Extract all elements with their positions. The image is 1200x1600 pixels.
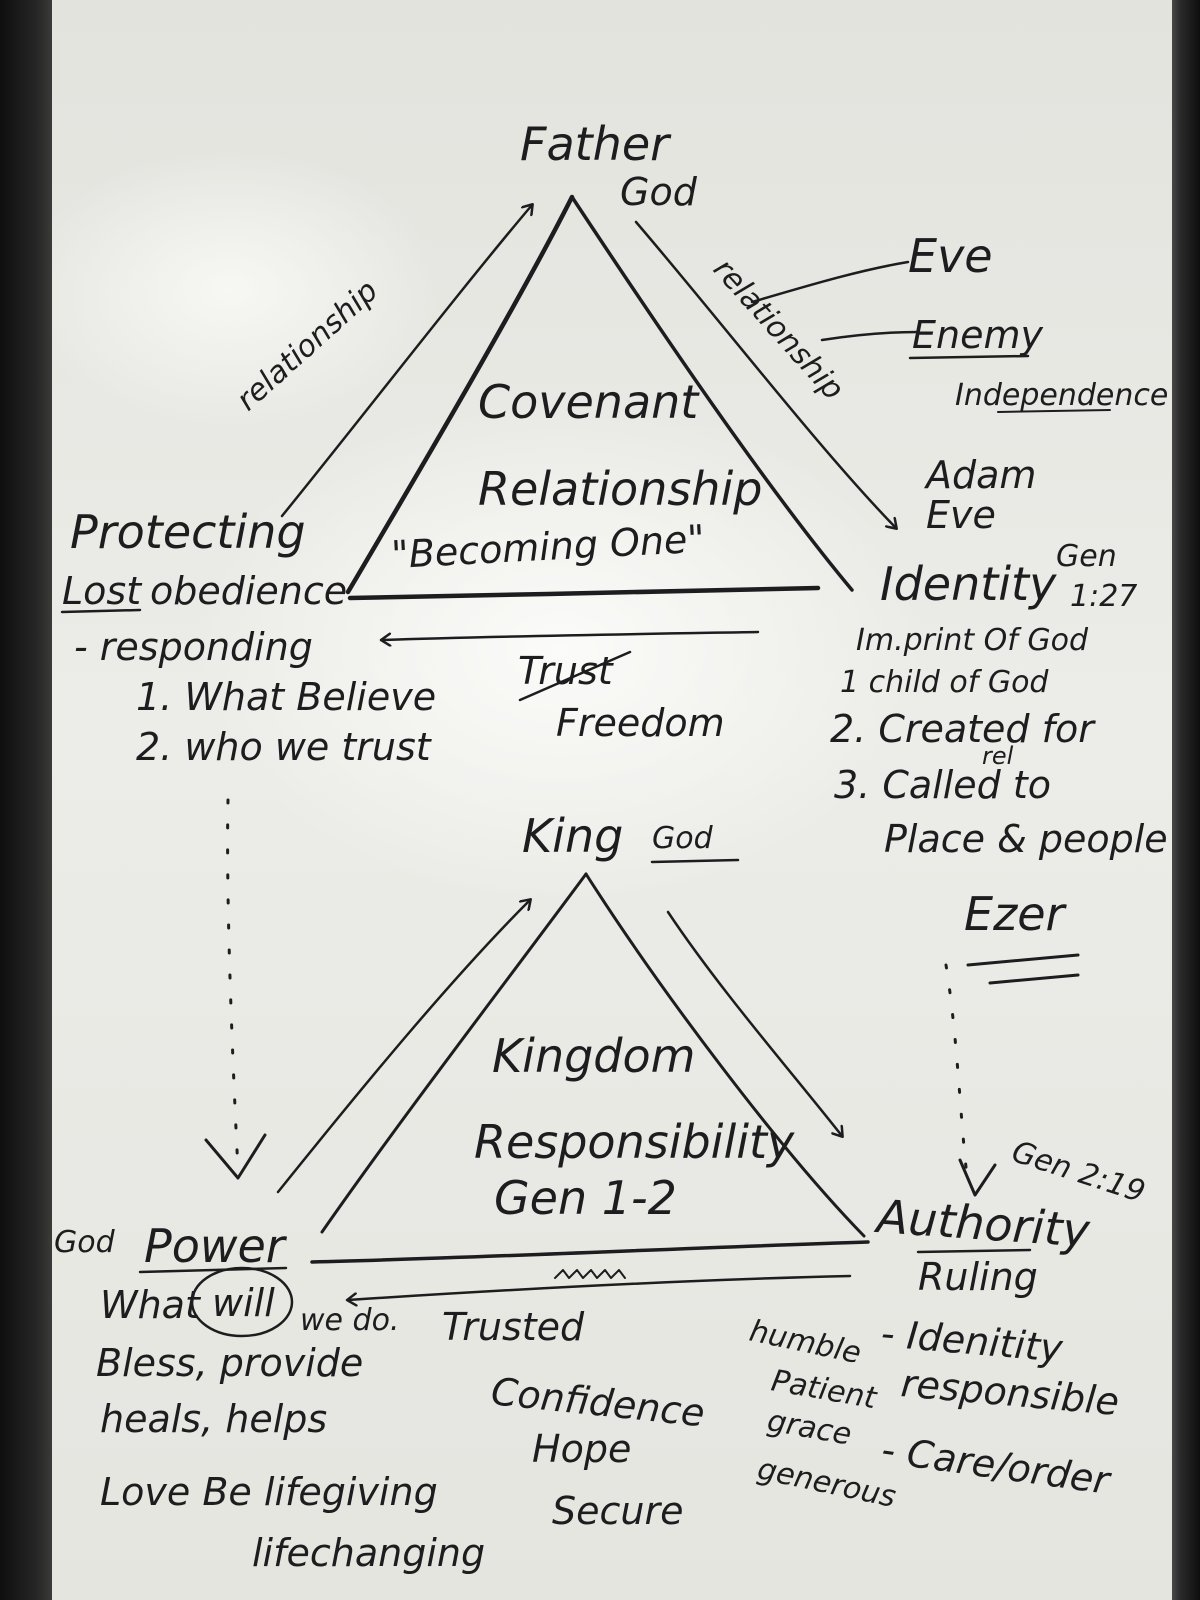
what-label: What <box>100 1283 202 1327</box>
strike-trust <box>518 650 632 702</box>
scribble-mark <box>554 1269 626 1279</box>
called-to-label: 3. Called to <box>834 763 1051 807</box>
arrow-to-obedience <box>382 630 760 640</box>
eve2-label: Eve <box>926 493 996 537</box>
underline-independence <box>997 409 1111 413</box>
we-do-label: we do. <box>300 1303 399 1338</box>
obedience-label: obedience <box>150 569 347 613</box>
god-label-power: God <box>54 1225 116 1260</box>
underline-king-god <box>650 858 740 864</box>
grace-label: grace <box>765 1403 855 1452</box>
bless-provide-label: Bless, provide <box>96 1341 363 1385</box>
arrow-to-identity <box>634 220 896 528</box>
hope-label: Hope <box>532 1427 631 1471</box>
relationship-center-label: Relationship <box>478 462 762 516</box>
ezer-label: Ezer <box>964 887 1068 941</box>
generous-label: generous <box>754 1452 899 1515</box>
child-of-god-label: 1 child of God <box>840 665 1049 700</box>
eve-label: Eve <box>908 229 993 283</box>
ruling-label: Ruling <box>918 1255 1038 1299</box>
dotted-arrowhead-left <box>204 1133 267 1180</box>
secure-label: Secure <box>552 1489 683 1533</box>
arrow-to-authority <box>666 910 842 1136</box>
authority-label: Authority <box>872 1189 1092 1258</box>
created-for-label: 2. Created for <box>830 707 1096 751</box>
covenant-label: Covenant <box>478 375 700 429</box>
protecting-label: Protecting <box>70 505 306 559</box>
what-believe-label: 1. What Believe <box>136 675 436 719</box>
heals-helps-label: heals, helps <box>100 1397 327 1441</box>
king-label: King <box>522 809 623 863</box>
whiteboard-frame-left <box>0 0 52 1600</box>
lost-label: Lost <box>62 569 143 613</box>
arrow-to-king <box>276 900 530 1194</box>
dotted-arrowhead-right <box>958 1158 997 1197</box>
top-triangle-left-side <box>345 194 575 595</box>
line-to-enemy <box>820 330 920 342</box>
arrow-to-power <box>348 1274 852 1300</box>
arrow-to-father <box>280 205 532 518</box>
father-label: Father <box>520 117 672 171</box>
power-label: Power <box>144 1219 288 1273</box>
identity-label: Identity <box>880 557 1057 611</box>
circle-will <box>190 1266 294 1338</box>
underline-enemy <box>908 354 1030 360</box>
underline-ezer-1 <box>966 953 1080 967</box>
becoming-one-label: "Becoming One" <box>390 517 706 577</box>
imprint-label: Im.print Of God <box>856 623 1089 658</box>
gen-ref-top: 1:27 <box>1070 579 1137 614</box>
line-to-eve <box>750 260 910 304</box>
god-label-top: God <box>620 170 698 214</box>
bottom-triangle <box>310 872 870 1264</box>
trusted-label: Trusted <box>442 1305 585 1349</box>
underline-authority <box>916 1248 1032 1254</box>
kingdom-label: Kingdom <box>492 1029 695 1083</box>
bottom-triangle-base <box>310 1240 870 1264</box>
dotted-arrow-right <box>944 963 970 1187</box>
trust-struck-label: Trust <box>518 649 615 693</box>
place-people-label: Place & people <box>884 817 1168 861</box>
who-we-trust-label: 2. who we trust <box>136 725 433 769</box>
top-triangle-right-side <box>570 195 854 592</box>
gen-1-2-label: Gen 1-2 <box>494 1171 677 1225</box>
adam-label: Adam <box>923 453 1036 497</box>
whiteboard-frame-right <box>1172 0 1200 1600</box>
bottom-triangle-left-side <box>320 872 588 1234</box>
gen-label-top: Gen <box>1056 539 1117 574</box>
responsibility-label: Responsibility <box>474 1115 795 1169</box>
love-lifegiving-label: Love Be lifegiving <box>100 1470 438 1514</box>
god-label-bottom: God <box>652 821 714 856</box>
will-label: will <box>212 1281 275 1325</box>
top-triangle <box>345 194 854 601</box>
left-relationship-label: relationship <box>230 273 385 417</box>
independence-label: Independence <box>955 378 1168 413</box>
responding-label: - responding <box>74 625 313 669</box>
top-triangle-base <box>347 585 821 601</box>
lifechanging-label: lifechanging <box>252 1531 485 1575</box>
humble-label: humble <box>746 1314 864 1372</box>
enemy-label: Enemy <box>912 313 1043 357</box>
underline-lost <box>60 608 142 614</box>
bottom-triangle-right-side <box>584 872 866 1238</box>
freedom-label: Freedom <box>556 701 725 745</box>
confidence-label: Confidence <box>489 1369 707 1435</box>
rel-label: rel <box>982 742 1014 770</box>
care-order-label: - Care/order <box>879 1427 1115 1503</box>
underline-ezer-2 <box>988 973 1080 985</box>
right-relationship-label: relationship <box>706 252 850 407</box>
underline-power <box>138 1266 288 1274</box>
responsible-label: responsible <box>899 1361 1121 1424</box>
dotted-arrow-left <box>226 798 240 1172</box>
